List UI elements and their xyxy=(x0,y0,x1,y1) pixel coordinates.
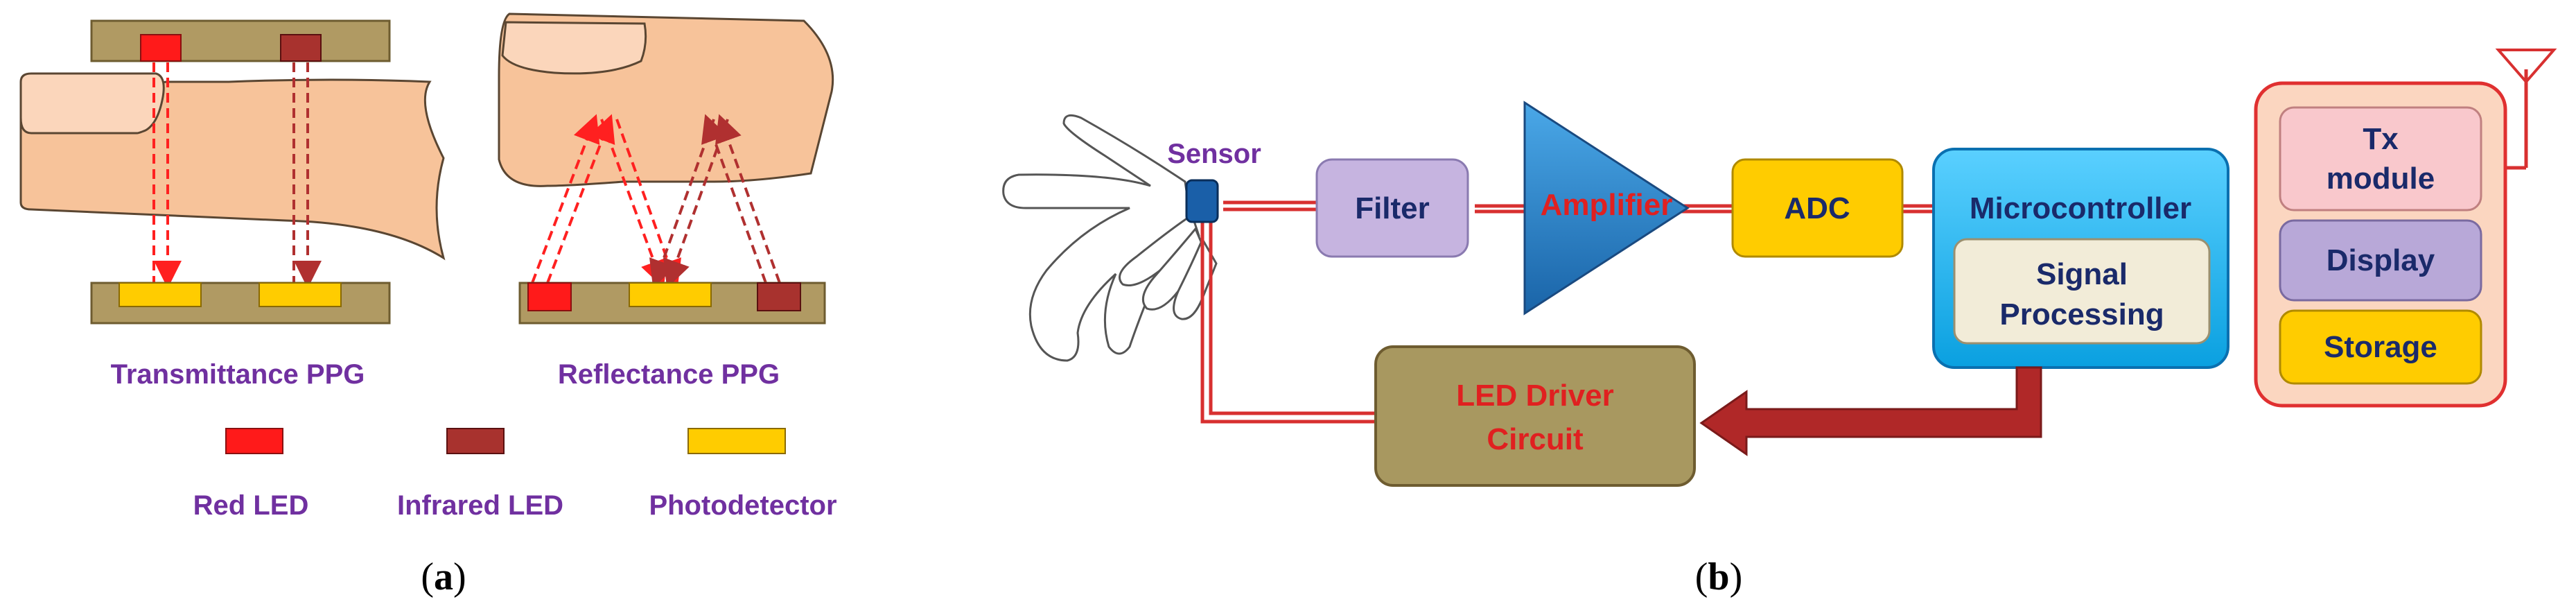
feedback-arrow xyxy=(1699,366,2042,456)
tx-module-label-2: module xyxy=(2327,162,2435,196)
caption-b: (b) xyxy=(1695,555,1742,598)
transmittance-top-plate xyxy=(90,19,391,62)
antenna-icon xyxy=(2495,49,2557,85)
led-driver-label-2: Circuit xyxy=(1487,422,1584,456)
sensor-label: Sensor xyxy=(1167,139,1261,169)
legend-red-led-label: Red LED xyxy=(193,490,309,521)
display-label: Display xyxy=(2327,243,2435,277)
display-block xyxy=(2279,219,2482,302)
hand-finger-3 xyxy=(1173,236,1218,320)
transmittance-fingernail xyxy=(19,72,165,135)
filter-block xyxy=(1315,158,1469,258)
transmittance-rays xyxy=(152,62,322,288)
hand-finger-1 xyxy=(1119,213,1200,287)
tx-module-label-1: Tx xyxy=(2363,122,2399,156)
reflectance-photodetector xyxy=(629,282,712,307)
transmittance-photodetector-2 xyxy=(259,282,342,307)
filter-label: Filter xyxy=(1355,191,1430,225)
adc-block xyxy=(1731,158,1904,258)
storage-label: Storage xyxy=(2324,330,2437,364)
tx-module-block xyxy=(2279,106,2482,211)
legend-photodetector-swatch xyxy=(687,428,786,454)
microcontroller-label: Microcontroller xyxy=(1970,191,2191,225)
transmittance-label: Transmittance PPG xyxy=(111,359,365,390)
amplifier-label: Amplifier xyxy=(1541,188,1673,222)
signal-processing-block xyxy=(1953,238,2211,345)
signal-wires xyxy=(1200,69,2528,424)
transmittance-photodetector-1 xyxy=(119,282,202,307)
amplifier-block xyxy=(1523,101,1690,316)
reflectance-rays xyxy=(531,114,781,288)
reflectance-red-led xyxy=(527,282,572,311)
reflectance-label: Reflectance PPG xyxy=(558,359,780,390)
caption-a: (a) xyxy=(421,555,466,598)
panel-a: Transmittance PPG Reflectance PPG Red LE… xyxy=(19,12,837,598)
legend-infrared-led-label: Infrared LED xyxy=(397,490,563,521)
reflectance-infrared-led xyxy=(757,282,801,311)
hand-finger-2 xyxy=(1141,227,1207,311)
transmittance-red-led xyxy=(140,34,182,62)
legend-infrared-led-swatch xyxy=(446,428,505,454)
reflectance-fingernail xyxy=(501,21,647,75)
transmittance-infrared-led xyxy=(280,34,322,62)
adc-label: ADC xyxy=(1784,191,1850,225)
signal-processing-label-2: Processing xyxy=(1999,297,2164,331)
panel-b: Sensor Filter Amplifier ADC Microcontrol… xyxy=(1002,49,2557,598)
led-driver-label-1: LED Driver xyxy=(1456,379,1613,413)
storage-block xyxy=(2279,309,2482,385)
legend-red-led-swatch xyxy=(225,428,283,454)
sensor-block xyxy=(1185,179,1219,223)
led-driver-block xyxy=(1374,345,1696,487)
legend-photodetector-label: Photodetector xyxy=(649,490,836,521)
signal-processing-label-1: Signal xyxy=(2036,257,2128,291)
